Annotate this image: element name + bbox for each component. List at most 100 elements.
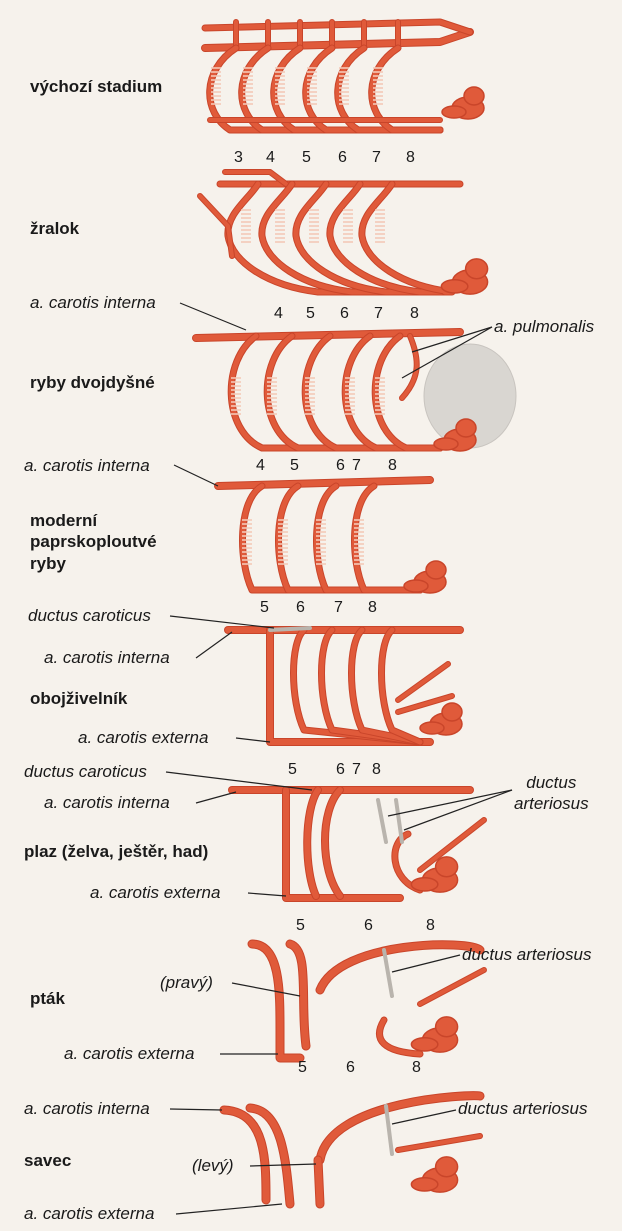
heart-ptak-bulbus	[411, 1038, 437, 1051]
arch-oboj	[322, 630, 421, 742]
heart-dvojdysne-bulbus	[434, 438, 458, 450]
stage-label-plaz: plaz (želva, ještěr, had)	[24, 843, 208, 860]
arch-moderni	[279, 486, 420, 590]
dorsal-aorta-moderni	[218, 480, 430, 486]
arch-moderni	[243, 486, 420, 590]
gill-zralok	[309, 210, 319, 242]
leader-carotis-interna-dvojdysne	[180, 303, 246, 330]
arch-number-obojzivelnik: 5	[260, 600, 269, 616]
arch-number-moderni: 5	[290, 458, 299, 474]
label-carotis-externa-savec: a. carotis externa	[24, 1205, 154, 1222]
arch-zralok	[262, 184, 445, 292]
label-ductus-arteriosus-ptak: ductus arteriosus	[462, 946, 591, 963]
label-ductus-arteriosus-savec: ductus arteriosus	[458, 1100, 587, 1117]
arch-number-moderni: 7	[352, 458, 361, 474]
label-carotis-interna-plaz: a. carotis interna	[44, 794, 170, 811]
leader-ductus-arteriosus-ptak	[392, 955, 460, 972]
arch-moderni	[317, 486, 420, 590]
arch-number-ryby-dvojdysne: 7	[374, 306, 383, 322]
heart-savec-atrium	[436, 1157, 458, 1177]
leader-carotis-externa-plaz	[248, 893, 286, 896]
ductus-caroticus-oboj	[270, 628, 310, 630]
heart-plaz-bulbus	[411, 878, 437, 891]
arch-number-ryby-dvojdysne: 5	[306, 306, 315, 322]
ductus-arteriosus-plaz-2	[396, 800, 402, 842]
label-carotis-externa-oboj: a. carotis externa	[78, 729, 208, 746]
arch-moderni	[355, 486, 420, 590]
arch-plaz-5	[286, 790, 400, 898]
gill-zralok	[241, 210, 251, 242]
heart-savec-bulbus	[411, 1178, 437, 1191]
arch-number-vychozi: 4	[266, 150, 275, 166]
lung-branch-savec	[398, 1136, 480, 1150]
arch-plaz-6	[307, 790, 318, 896]
heart-moderni-atrium	[426, 561, 446, 579]
ductus-arteriosus-plaz	[378, 800, 386, 842]
heart-oboj-atrium	[442, 703, 462, 721]
stage-label-moderni: moderní paprskoploutvé ryby	[30, 510, 157, 574]
label-ductus-caroticus-oboj: ductus caroticus	[28, 607, 151, 624]
heart-zralok-atrium	[466, 259, 488, 279]
arch-number-savec: 6	[346, 1060, 355, 1076]
gill-zralok	[343, 210, 353, 242]
arch-number-moderni: 6	[336, 458, 345, 474]
arch-number-ptak: 8	[426, 918, 435, 934]
label-carotis-externa-plaz: a. carotis externa	[90, 884, 220, 901]
left-arch-savec	[318, 1160, 320, 1204]
gill-zralok	[275, 210, 285, 242]
arch-moderni	[243, 486, 420, 590]
arch-number-vychozi: 5	[302, 150, 311, 166]
leader-carotis-externa-savec	[176, 1204, 282, 1214]
arch-number-vychozi: 3	[234, 150, 243, 166]
leader-pravy	[232, 983, 300, 996]
label-ductus-arteriosus-plaz: ductus arteriosus	[514, 772, 589, 815]
heart-plaz-atrium	[436, 857, 458, 877]
arch-number-obojzivelnik: 8	[368, 600, 377, 616]
heart-vychozi-atrium	[464, 87, 484, 105]
leader-ductus-arteriosus-savec	[392, 1110, 456, 1124]
label-carotis-interna-oboj: a. carotis interna	[44, 649, 170, 666]
arch-number-plaz: 7	[352, 762, 361, 778]
heart-ptak-atrium	[436, 1017, 458, 1037]
pulmonary-oboj	[398, 664, 448, 700]
arch-number-ryby-dvojdysne: 6	[340, 306, 349, 322]
arch-number-moderni: 8	[388, 458, 397, 474]
arch-moderni	[279, 486, 420, 590]
heart-zralok-bulbus	[441, 280, 467, 293]
leader-carotis-interna-plaz	[196, 792, 236, 803]
leader-ductus-arteriosus-plaz-2	[404, 790, 512, 830]
vessel-drawings	[196, 22, 516, 1204]
arch-zralok	[262, 184, 445, 292]
label-carotis-interna-savec: a. carotis interna	[24, 1100, 150, 1117]
stage-label-zralok: žralok	[30, 220, 79, 237]
heart-oboj-bulbus	[420, 722, 444, 734]
stage-label-savec: savec	[24, 1152, 71, 1169]
label-ductus-caroticus-plaz: ductus caroticus	[24, 763, 147, 780]
label-pulmonalis: a. pulmonalis	[494, 318, 594, 335]
arch-number-ptak: 5	[296, 918, 305, 934]
arch-number-plaz: 6	[336, 762, 345, 778]
heart-dvojdysne-atrium	[456, 419, 476, 437]
leader-carotis-interna-savec	[170, 1109, 222, 1110]
arch-number-plaz: 8	[372, 762, 381, 778]
label-pravy: (pravý)	[160, 974, 213, 991]
arch-number-obojzivelnik: 6	[296, 600, 305, 616]
leader-ductus-caroticus-oboj	[170, 616, 274, 628]
leader-carotis-interna-moderni	[174, 465, 218, 486]
ductus-arteriosus-savec	[386, 1106, 392, 1154]
heart-moderni-bulbus	[404, 580, 428, 592]
leader-carotis-interna-oboj	[196, 632, 232, 658]
leader-carotis-externa-oboj	[236, 738, 270, 742]
stage-label-obojzivelnik: obojživelník	[30, 690, 127, 707]
arch-number-vychozi: 6	[338, 150, 347, 166]
arch-plaz-5	[286, 790, 400, 898]
arch-number-vychozi: 7	[372, 150, 381, 166]
arch-number-obojzivelnik: 7	[334, 600, 343, 616]
arch-number-vychozi: 8	[406, 150, 415, 166]
stage-label-vychozi: výchozí stadium	[30, 78, 162, 95]
stage-label-ryby-dvojdysne: ryby dvojdyšné	[30, 374, 155, 391]
arch-number-ryby-dvojdysne: 4	[274, 306, 283, 322]
arch-number-plaz: 5	[288, 762, 297, 778]
stage-label-ptak: pták	[30, 990, 65, 1007]
arch-oboj	[322, 630, 421, 742]
